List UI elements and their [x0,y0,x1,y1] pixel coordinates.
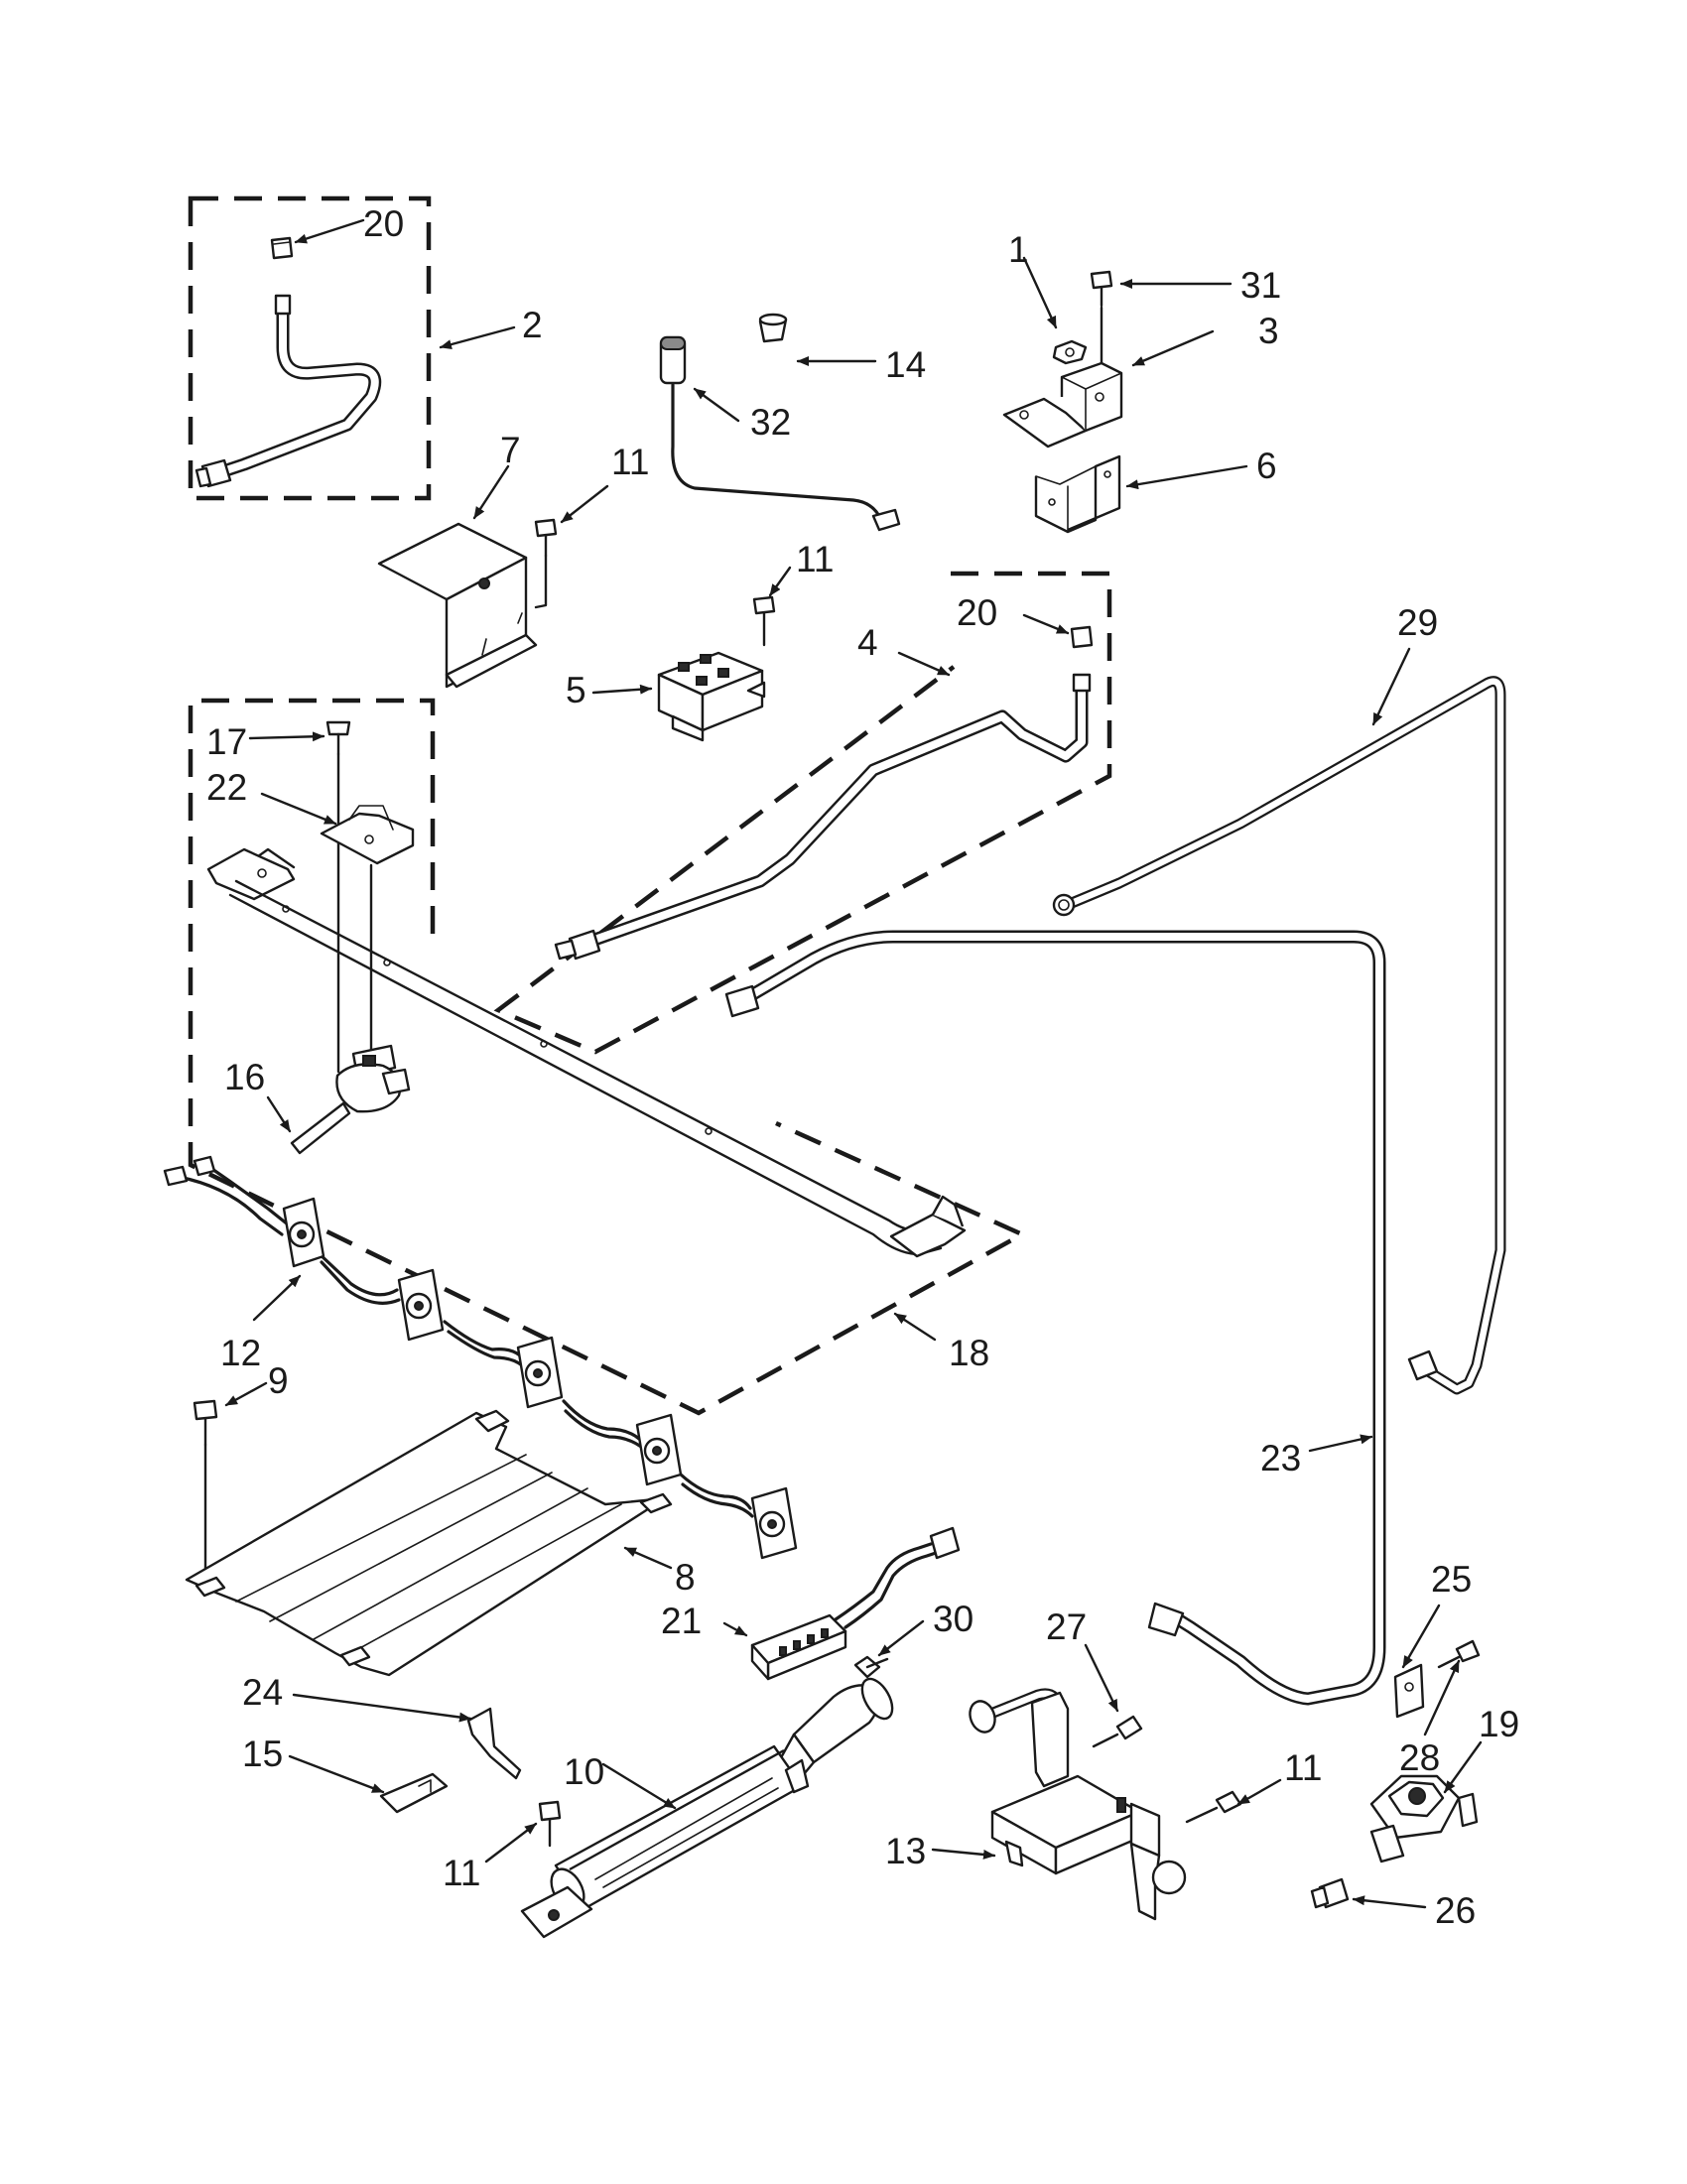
part-11-screw-b [752,595,776,647]
part-26-fitting [1310,1877,1350,1909]
callout-11-d: 11 [1284,1747,1322,1788]
part-4-gas-tube [554,673,1092,961]
switch-body-1 [282,1197,325,1268]
part-24-clip [466,1707,522,1780]
callout-24: 24 [242,1672,283,1713]
callout-1: 1 [1008,229,1029,270]
callout-31: 31 [1240,265,1281,306]
leader-arrows [224,218,1483,1909]
part-19-valve [1369,1774,1479,1863]
callout-5: 5 [566,670,586,710]
part-25-bracket [1393,1663,1425,1719]
part-27-screw [1092,1715,1143,1748]
group-boundary-17 [188,698,1028,1416]
part-11-screw-d [1185,1790,1242,1824]
part-20-cap-right [1070,625,1094,649]
part-12-switch-harness [163,1155,798,1560]
part-22-bracket [320,805,415,865]
callout-21: 21 [661,1601,702,1641]
part-10-burner [520,1677,894,1939]
callout-18: 15 [242,1734,283,1774]
part-16-screw [325,720,351,1074]
part-8-heat-shield [185,1409,673,1677]
callout-10: 10 [564,1751,604,1792]
callout-26: 26 [1435,1890,1476,1931]
part-32-sensor [659,335,901,532]
callout-20-right: 20 [957,592,997,633]
callout-3: 3 [1258,311,1279,351]
part-15-valve [290,863,411,1155]
part-31-screw [1090,270,1113,379]
part-20-cap-top [270,236,294,260]
switch-body-3 [516,1336,564,1409]
part-21-igniter [750,1526,961,1681]
callout-30: 30 [933,1599,973,1639]
callout-4: 4 [857,622,878,663]
part-14-grommet [758,313,788,343]
callout-labels: 20 2 7 11 32 14 1 31 3 6 11 5 4 20 29 17… [206,203,1519,1931]
part-1-nut [1052,339,1088,365]
switch-body-4 [635,1413,683,1486]
part-17-manifold [206,847,967,1258]
part-2-gas-tube [195,294,382,488]
callout-11-a: 11 [611,442,649,482]
callout-16: 17 [206,721,247,762]
callout-28: 28 [1399,1737,1440,1778]
callout-29: 29 [1397,602,1438,643]
callout-2: 2 [522,305,543,345]
callout-25: 25 [1431,1559,1472,1600]
callout-19: 19 [1479,1704,1519,1744]
callout-6: 6 [1256,446,1277,486]
part-11-screw-c [538,1800,562,1848]
part-7-cover [377,522,538,689]
callout-17: 18 [949,1333,989,1373]
part-11-screw-a [534,518,558,609]
part-28-screw [1437,1639,1481,1669]
part-23-gas-tube [724,930,1386,1706]
part-13-regulator [969,1688,1187,1921]
part-29-gas-tube [1052,676,1506,1395]
callout-15: 16 [224,1057,265,1097]
part-30-screw [853,1655,889,1679]
part-5-switch [657,651,766,742]
part-18-clip [379,1772,449,1814]
part-3-bracket [1002,361,1123,449]
callout-32: 32 [750,402,791,443]
switch-body-2 [397,1268,445,1342]
callout-27: 27 [1046,1606,1087,1647]
part-6-bracket [1034,454,1121,534]
callout-22: 22 [206,767,247,808]
callout-9: 9 [268,1360,289,1401]
callout-11-b: 11 [796,539,834,579]
callout-20-top: 20 [363,203,404,244]
callout-11-c: 11 [443,1853,480,1893]
callout-23: 23 [1260,1438,1301,1478]
callout-7: 7 [500,430,521,470]
switch-body-5 [750,1486,798,1560]
part-9-screw [193,1399,218,1580]
group-boundary-4 [493,571,1112,1055]
group-boundary-2 [188,195,432,501]
dashed-boundaries [188,195,1112,1416]
callout-14: 14 [885,344,926,385]
callout-8: 8 [675,1557,696,1598]
callout-12: 12 [220,1333,261,1373]
callout-13: 13 [885,1831,926,1871]
